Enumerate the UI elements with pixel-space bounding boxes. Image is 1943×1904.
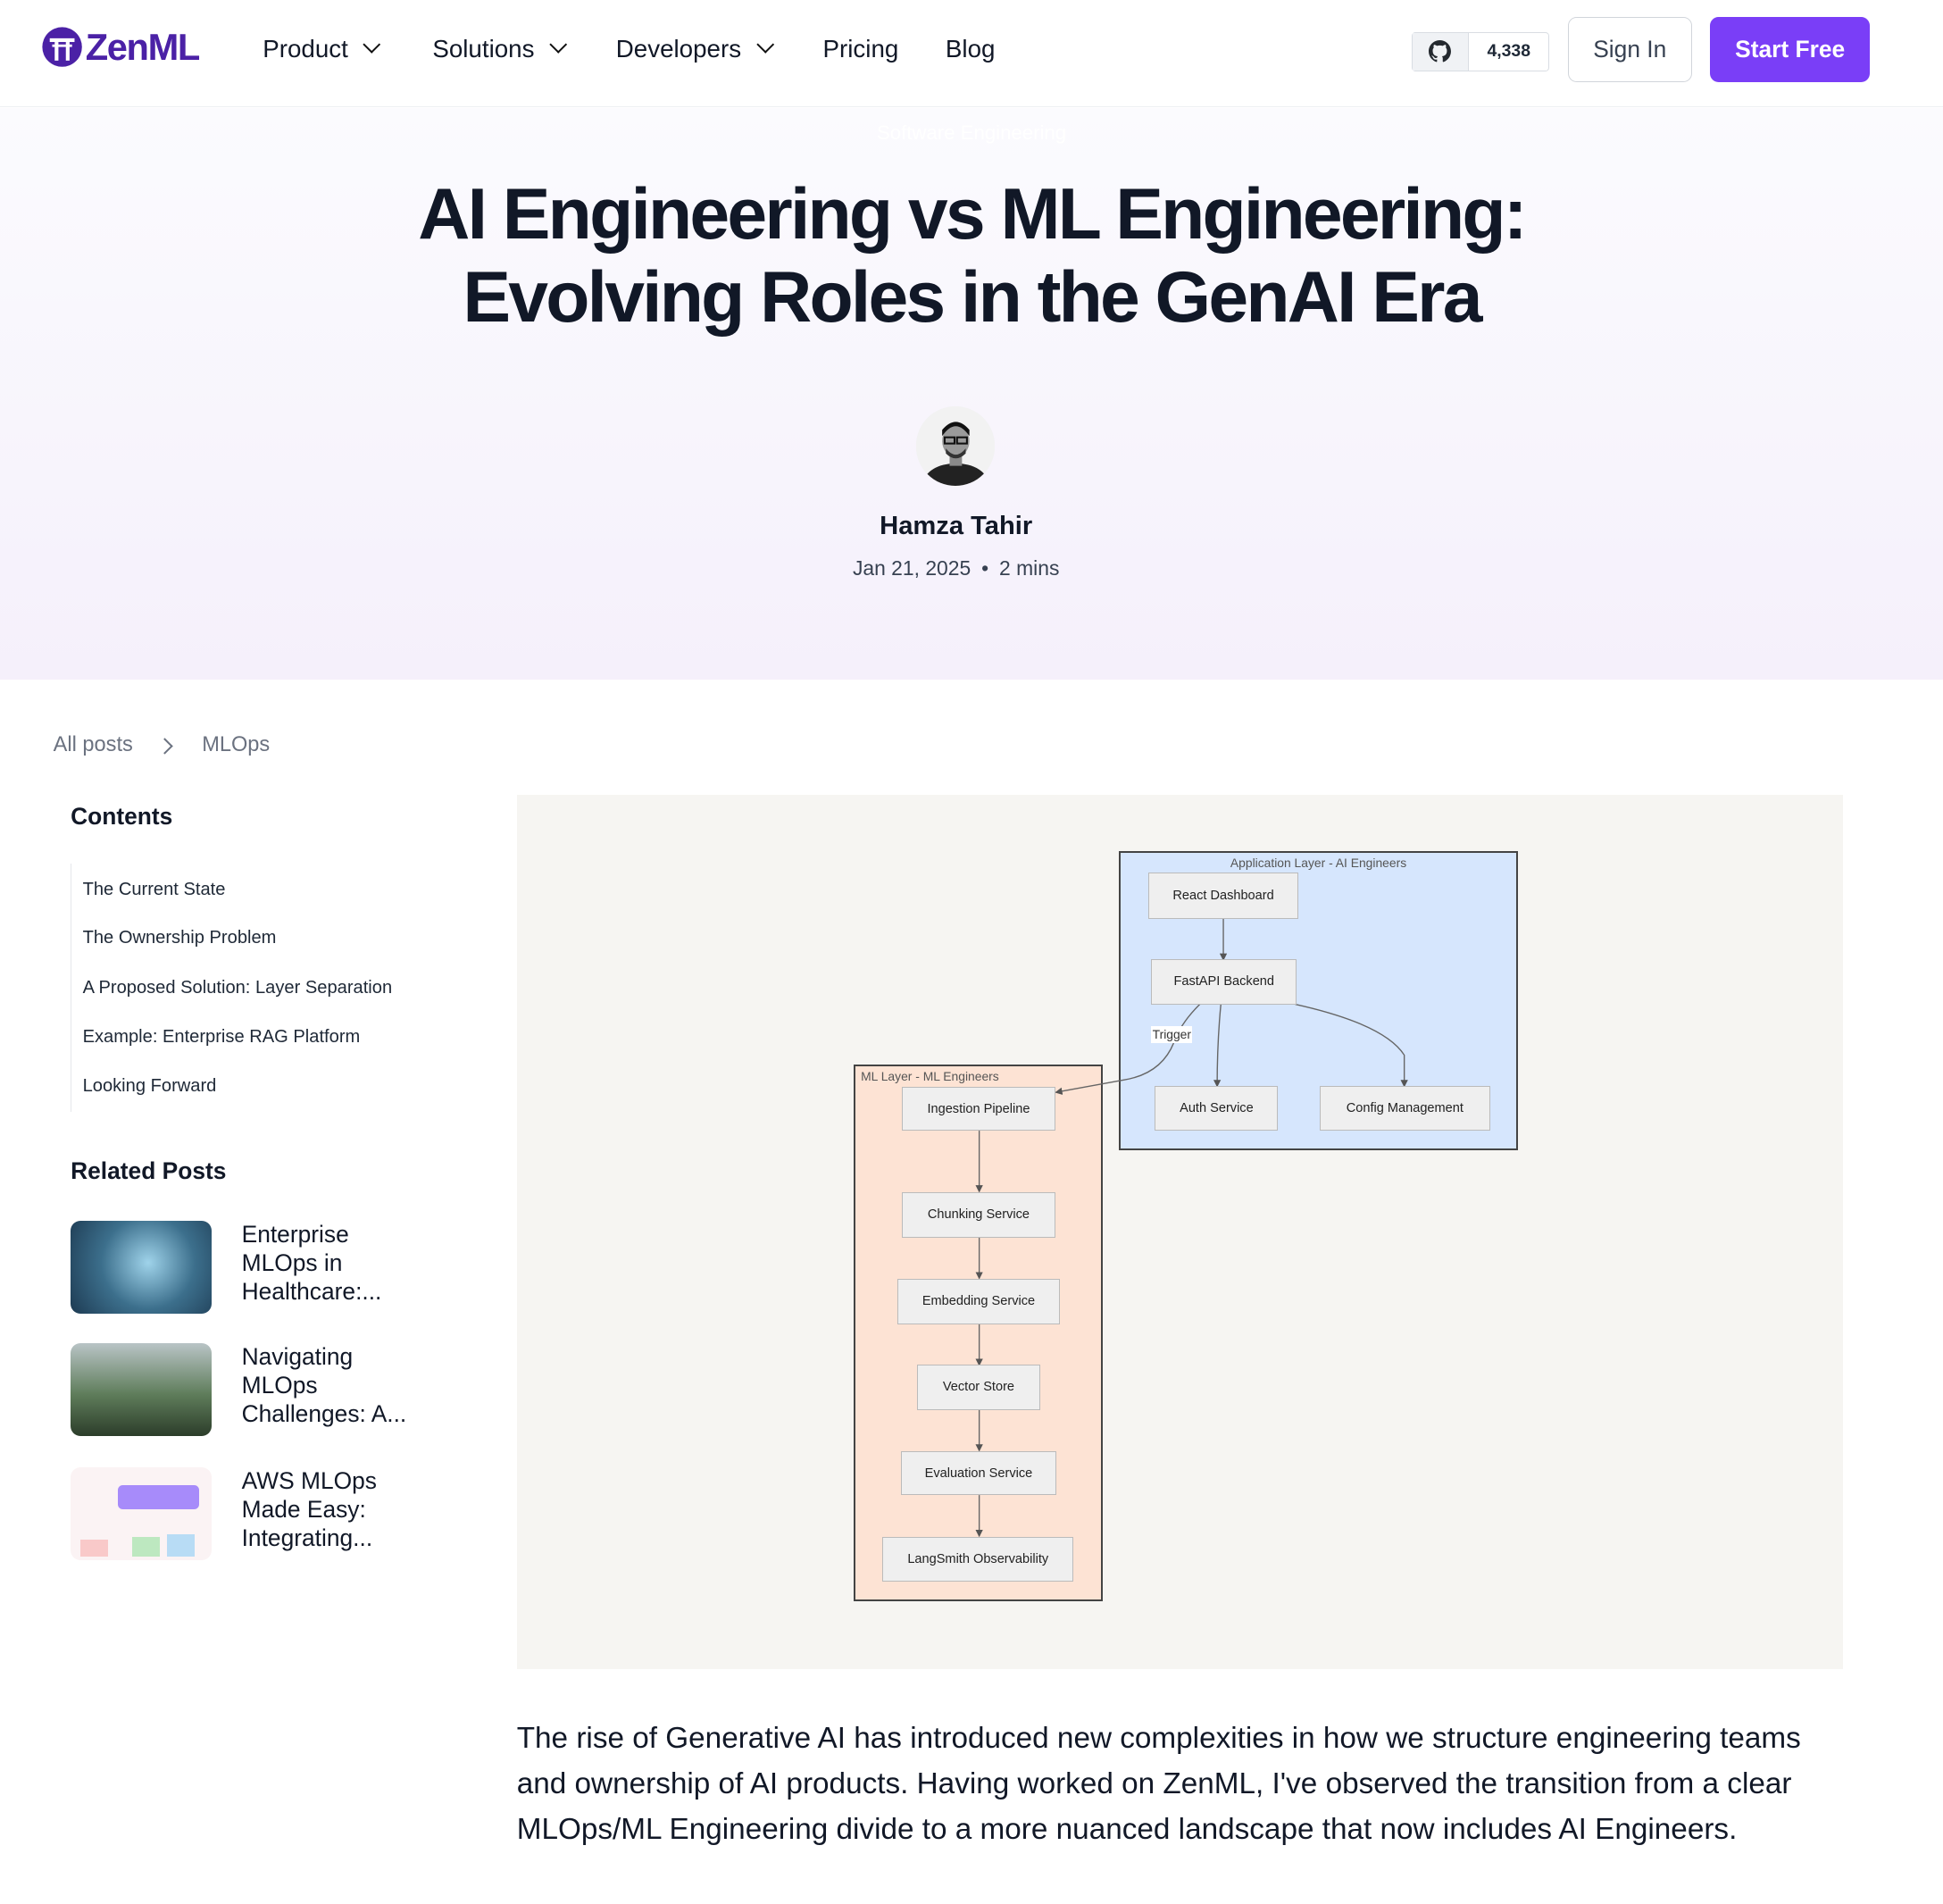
article-intro-paragraph: The rise of Generative AI has introduced… — [516, 1721, 1801, 1847]
title-line: AI Engineering vs ML Engineering: — [418, 174, 1527, 255]
logo-text: ZenML — [85, 25, 201, 68]
nav-solutions[interactable]: Solutions — [432, 34, 568, 63]
node-chunking-service: Chunking Service — [902, 1192, 1055, 1238]
related-thumbnail[interactable] — [71, 1343, 213, 1437]
chevron-down-icon — [363, 36, 381, 54]
github-stars-button[interactable]: 4,338 — [1411, 32, 1550, 71]
page-title: AI Engineering vs ML Engineering: Evolvi… — [0, 173, 1943, 339]
related-thumbnail[interactable] — [71, 1220, 213, 1315]
nav-label: Developers — [615, 34, 742, 63]
breadcrumb-all-posts[interactable]: All posts — [53, 732, 133, 756]
table-of-contents: The Current State The Ownership Problem … — [71, 864, 443, 1112]
ml-layer-box: ML Layer - ML Engineers — [854, 1065, 1103, 1601]
github-icon — [1412, 33, 1470, 71]
architecture-diagram: Application Layer - AI Engineers ML Laye… — [516, 794, 1843, 1670]
related-post-title[interactable]: Navigating MLOps Challenges: A... — [241, 1343, 407, 1428]
post-date: Jan 21, 2025 — [852, 556, 972, 580]
app-layer-label: Application Layer - AI Engineers — [1230, 855, 1407, 870]
nav-pricing[interactable]: Pricing — [822, 35, 898, 63]
edge — [1213, 1004, 1222, 1088]
github-star-count: 4,338 — [1487, 41, 1531, 62]
node-embedding-service: Embedding Service — [896, 1279, 1061, 1324]
toc-item[interactable]: Example: Enterprise RAG Platform — [82, 1027, 361, 1048]
related-post-title[interactable]: Enterprise MLOps in Healthcare:... — [241, 1220, 382, 1305]
zenml-logo[interactable]: ZenML — [41, 25, 201, 70]
chevron-right-icon — [155, 737, 173, 755]
nav-label: Product — [263, 34, 348, 63]
category-tag[interactable]: Software Engineering — [876, 121, 1067, 144]
toc-item[interactable]: The Current State — [82, 880, 226, 900]
nav-label: Blog — [945, 34, 996, 63]
edge — [1055, 1003, 1200, 1095]
toc-item[interactable]: The Ownership Problem — [82, 928, 277, 948]
node-langsmith-observability: LangSmith Observability — [882, 1536, 1074, 1582]
diagram-edges — [975, 918, 1408, 1537]
node-evaluation-service: Evaluation Service — [900, 1451, 1056, 1496]
related-post-title[interactable]: AWS MLOps Made Easy: Integrating... — [241, 1467, 377, 1551]
node-ingestion-pipeline: Ingestion Pipeline — [902, 1087, 1055, 1132]
contents-heading: Contents — [71, 803, 173, 831]
chevron-down-icon — [548, 36, 568, 54]
nav-developers[interactable]: Developers — [615, 34, 774, 63]
edge-label-trigger: Trigger — [1151, 1026, 1193, 1043]
top-nav: ZenML Product Solutions Developers Prici… — [0, 0, 1943, 108]
sign-in-button[interactable]: Sign In — [1567, 17, 1692, 83]
toc-item[interactable]: A Proposed Solution: Layer Separation — [82, 977, 393, 998]
ml-layer-label: ML Layer - ML Engineers — [861, 1068, 999, 1083]
node-fastapi-backend: FastAPI Backend — [1151, 959, 1297, 1005]
read-time: 2 mins — [999, 556, 1060, 580]
related-thumbnail[interactable] — [71, 1467, 213, 1561]
node-auth-service: Auth Service — [1155, 1085, 1279, 1132]
title-line: Evolving Roles in the GenAI Era — [463, 257, 1482, 338]
torii-logo-icon — [42, 27, 82, 67]
node-config-management: Config Management — [1319, 1085, 1490, 1132]
nav-label: Solutions — [432, 34, 535, 63]
nav-product[interactable]: Product — [263, 34, 381, 63]
hero — [0, 107, 1943, 680]
start-free-button[interactable]: Start Free — [1710, 17, 1871, 82]
edge — [1295, 1003, 1408, 1088]
author-avatar — [915, 406, 996, 486]
node-react-dashboard: React Dashboard — [1148, 873, 1298, 919]
nav-label: Pricing — [822, 34, 899, 63]
chevron-down-icon — [755, 36, 774, 54]
toc-item[interactable]: Looking Forward — [82, 1075, 217, 1096]
nav-blog[interactable]: Blog — [946, 35, 996, 63]
node-vector-store: Vector Store — [916, 1364, 1040, 1410]
breadcrumb-current[interactable]: MLOps — [202, 732, 271, 756]
related-posts-heading: Related Posts — [71, 1157, 227, 1185]
author-name: Hamza Tahir — [880, 512, 1033, 541]
post-meta: Jan 21, 2025 • 2 mins — [852, 556, 1060, 580]
